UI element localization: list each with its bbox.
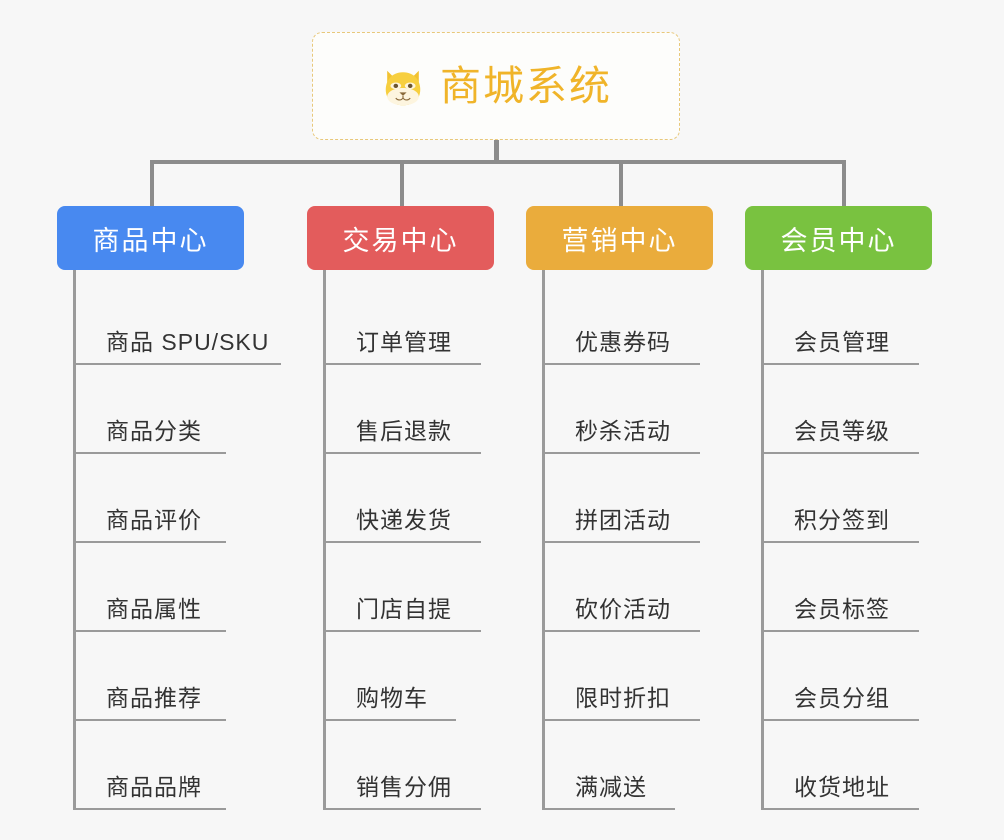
leaf-underline (326, 719, 456, 721)
leaf-list-0: 商品 SPU/SKU 商品分类 商品评价 商品属性 商品推荐 商品品牌 (73, 270, 281, 810)
leaf-item[interactable]: 商品品牌 (76, 721, 269, 810)
category-header-3[interactable]: 会员中心 (745, 206, 932, 270)
connector-drop-2 (400, 160, 404, 208)
category-header-label: 会员中心 (780, 225, 897, 256)
leaf-item[interactable]: 销售分佣 (326, 721, 494, 810)
category-header-0[interactable]: 商品中心 (57, 206, 244, 270)
leaf-underline (545, 363, 700, 365)
leaf-label: 会员标签 (794, 596, 890, 622)
leaf-underline (764, 808, 919, 810)
leaf-underline (76, 541, 226, 543)
leaf-label: 优惠券码 (575, 329, 671, 355)
category-header-1[interactable]: 交易中心 (307, 206, 494, 270)
leaf-underline (764, 452, 919, 454)
leaf-underline (326, 452, 481, 454)
category-column-1: 交易中心 订单管理 售后退款 快递发货 门店自提 购物车 (307, 206, 494, 810)
leaf-label: 拼团活动 (575, 507, 671, 533)
leaf-label: 限时折扣 (575, 685, 671, 711)
leaf-item[interactable]: 秒杀活动 (545, 365, 713, 454)
leaf-item[interactable]: 订单管理 (326, 276, 494, 365)
leaf-underline (545, 541, 700, 543)
connector-drop-1 (150, 160, 154, 208)
category-column-0: 商品中心 商品 SPU/SKU 商品分类 商品评价 商品属性 商品推荐 (57, 206, 281, 810)
category-header-label: 商品中心 (92, 225, 209, 256)
leaf-item[interactable]: 快递发货 (326, 454, 494, 543)
leaf-label: 商品推荐 (106, 685, 202, 711)
leaf-label: 售后退款 (356, 418, 452, 444)
leaf-label: 满减送 (575, 774, 647, 800)
leaf-item[interactable]: 砍价活动 (545, 543, 713, 632)
connector-horizontal-bus (150, 160, 846, 164)
leaf-underline (764, 541, 919, 543)
category-header-label: 营销中心 (561, 225, 678, 256)
leaf-underline (545, 630, 700, 632)
leaf-label: 商品分类 (106, 418, 202, 444)
leaf-underline (764, 630, 919, 632)
leaf-label: 会员管理 (794, 329, 890, 355)
leaf-label: 商品属性 (106, 596, 202, 622)
category-header-label: 交易中心 (342, 225, 459, 256)
leaf-label: 秒杀活动 (575, 418, 671, 444)
leaf-label: 商品评价 (106, 507, 202, 533)
leaf-item[interactable]: 会员分组 (764, 632, 932, 721)
category-column-2: 营销中心 优惠券码 秒杀活动 拼团活动 砍价活动 限时折扣 (526, 206, 713, 810)
leaf-item[interactable]: 限时折扣 (545, 632, 713, 721)
leaf-label: 销售分佣 (356, 774, 452, 800)
root-node[interactable]: 商城系统 (312, 32, 680, 140)
connector-drop-3 (619, 160, 623, 208)
leaf-list-1: 订单管理 售后退款 快递发货 门店自提 购物车 销售分佣 (323, 270, 494, 810)
leaf-underline (76, 719, 226, 721)
root-label: 商城系统 (440, 62, 612, 109)
leaf-label: 商品 SPU/SKU (106, 329, 270, 355)
leaf-list-3: 会员管理 会员等级 积分签到 会员标签 会员分组 收货地址 (761, 270, 932, 810)
leaf-underline (326, 363, 481, 365)
leaf-item[interactable]: 积分签到 (764, 454, 932, 543)
category-header-2[interactable]: 营销中心 (526, 206, 713, 270)
leaf-label: 积分签到 (794, 507, 890, 533)
leaf-item[interactable]: 拼团活动 (545, 454, 713, 543)
leaf-item[interactable]: 商品属性 (76, 543, 269, 632)
leaf-item[interactable]: 购物车 (326, 632, 494, 721)
leaf-label: 会员等级 (794, 418, 890, 444)
leaf-underline (326, 630, 481, 632)
leaf-item[interactable]: 门店自提 (326, 543, 494, 632)
category-column-3: 会员中心 会员管理 会员等级 积分签到 会员标签 会员分组 (745, 206, 932, 810)
leaf-item[interactable]: 优惠券码 (545, 276, 713, 365)
leaf-label: 快递发货 (356, 507, 452, 533)
leaf-item[interactable]: 收货地址 (764, 721, 932, 810)
leaf-item[interactable]: 商品 SPU/SKU (76, 276, 281, 365)
leaf-underline (76, 452, 226, 454)
leaf-underline (326, 808, 481, 810)
leaf-underline (76, 363, 281, 365)
connector-drop-4 (842, 160, 846, 208)
leaf-underline (764, 363, 919, 365)
leaf-item[interactable]: 会员等级 (764, 365, 932, 454)
leaf-underline (545, 719, 700, 721)
leaf-underline (76, 630, 226, 632)
leaf-item[interactable]: 商品分类 (76, 365, 269, 454)
connector-root-stem (494, 140, 499, 162)
leaf-label: 砍价活动 (575, 596, 671, 622)
leaf-label: 会员分组 (794, 685, 890, 711)
leaf-label: 收货地址 (794, 774, 890, 800)
leaf-item[interactable]: 商品评价 (76, 454, 269, 543)
leaf-underline (76, 808, 226, 810)
leaf-label: 商品品牌 (106, 774, 202, 800)
dog-face-icon (380, 65, 426, 111)
leaf-underline (545, 452, 700, 454)
leaf-item[interactable]: 商品推荐 (76, 632, 269, 721)
leaf-label: 门店自提 (356, 596, 452, 622)
leaf-underline (545, 808, 675, 810)
leaf-label: 订单管理 (356, 329, 452, 355)
leaf-item[interactable]: 售后退款 (326, 365, 494, 454)
leaf-item[interactable]: 满减送 (545, 721, 713, 810)
leaf-item[interactable]: 会员标签 (764, 543, 932, 632)
leaf-underline (764, 719, 919, 721)
leaf-item[interactable]: 会员管理 (764, 276, 932, 365)
leaf-label: 购物车 (356, 685, 428, 711)
leaf-list-2: 优惠券码 秒杀活动 拼团活动 砍价活动 限时折扣 满减送 (542, 270, 713, 810)
leaf-underline (326, 541, 481, 543)
